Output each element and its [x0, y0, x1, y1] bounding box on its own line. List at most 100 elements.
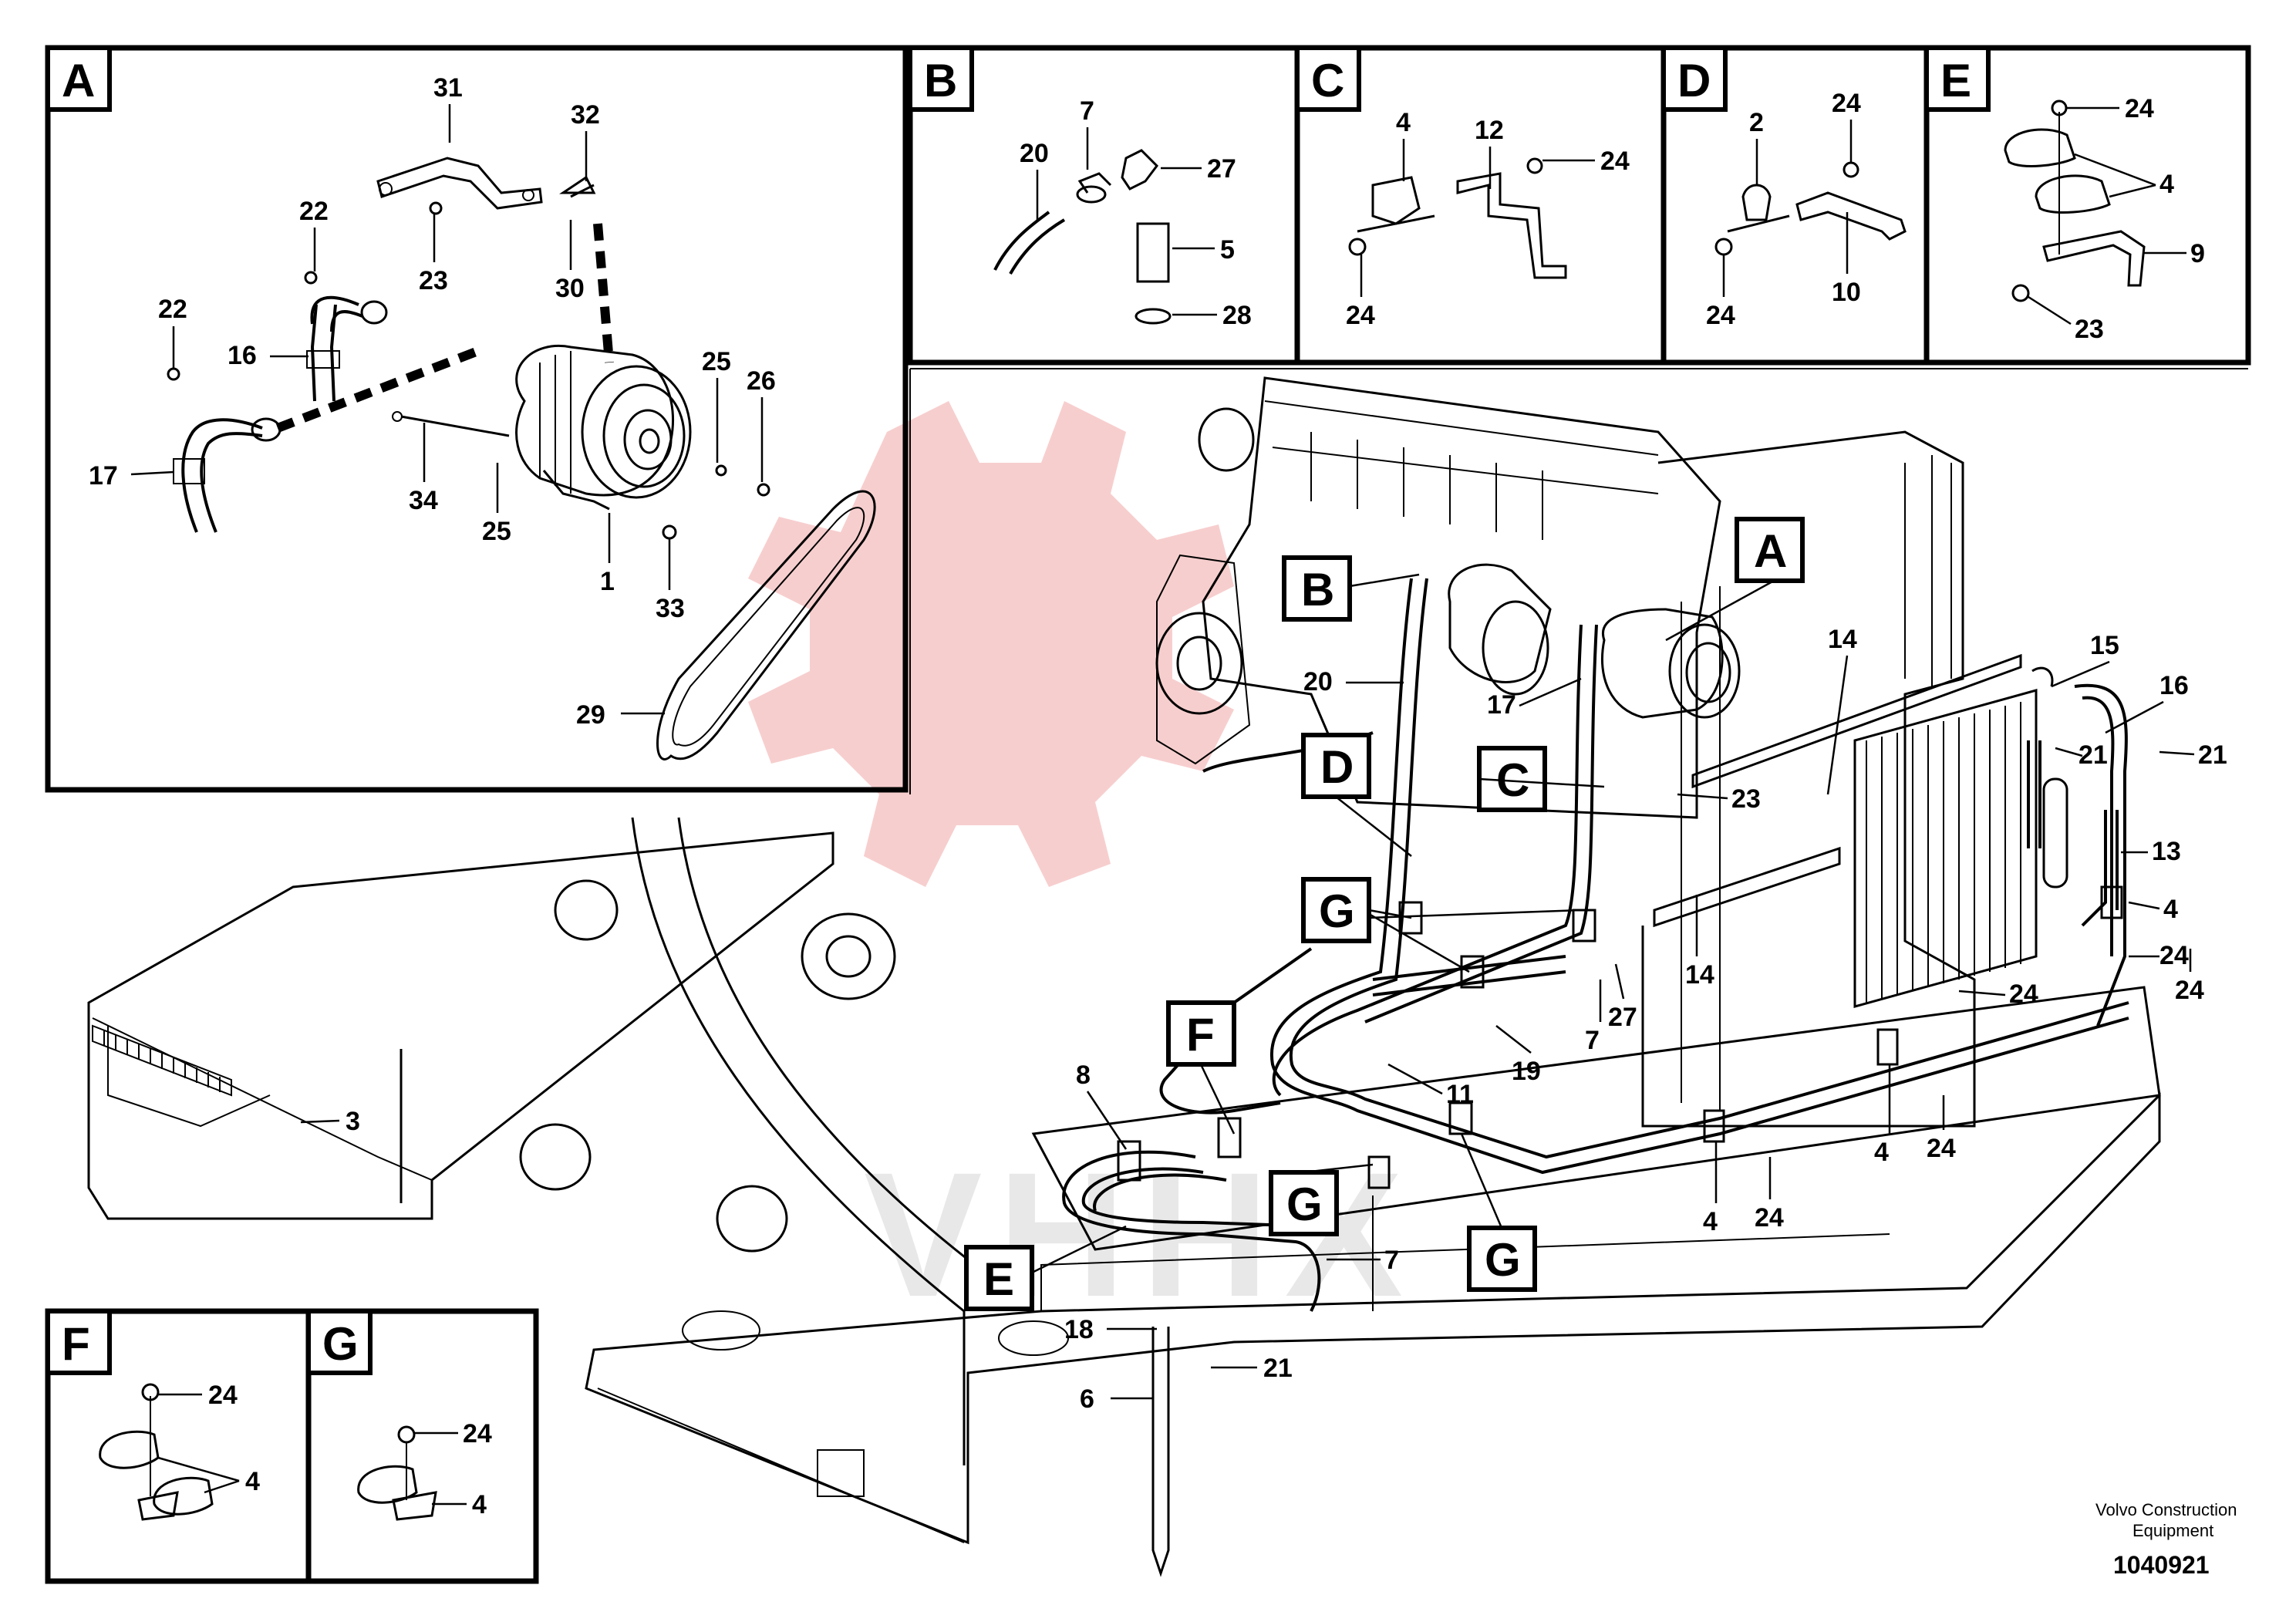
svg-text:16: 16 — [2159, 671, 2189, 700]
svg-text:24: 24 — [2175, 976, 2204, 1005]
svg-text:8: 8 — [1076, 1061, 1091, 1090]
callout-e: E — [983, 1253, 1014, 1305]
clamp-4-lower — [2035, 174, 2111, 214]
main-labels: 14 15 16 21 21 17 20 23 13 4 24 24 24 14… — [346, 625, 2227, 1414]
svg-text:24: 24 — [2009, 980, 2038, 1009]
svg-text:14: 14 — [1828, 625, 1857, 654]
panel-b-tag: B — [924, 55, 957, 106]
svg-text:21: 21 — [2198, 740, 2227, 770]
svg-text:3: 3 — [346, 1107, 360, 1136]
svg-text:28: 28 — [1222, 301, 1252, 330]
bracket-10 — [1795, 191, 1907, 241]
svg-text:24: 24 — [1706, 301, 1735, 330]
boom-outline — [631, 817, 966, 1465]
main-assembly-view: B A C D G F G E G — [87, 368, 2248, 1577]
svg-text:4: 4 — [2163, 895, 2178, 924]
panel-g-labels: 24 4 — [463, 1419, 492, 1519]
svg-text:25: 25 — [482, 517, 511, 546]
watermark-gear-icon — [748, 401, 1234, 887]
svg-text:7: 7 — [1585, 1026, 1600, 1055]
svg-text:22: 22 — [158, 295, 187, 324]
svg-text:22: 22 — [299, 197, 329, 226]
clamp-4-f-left — [99, 1430, 160, 1469]
svg-text:33: 33 — [656, 594, 685, 623]
svg-text:27: 27 — [1207, 154, 1236, 184]
detail-panel-d: D 2 24 24 10 — [1660, 45, 1930, 366]
svg-text:20: 20 — [1303, 667, 1333, 696]
document-number: 1040921 — [2113, 1551, 2210, 1579]
svg-text:4: 4 — [245, 1467, 260, 1496]
svg-text:24: 24 — [2125, 94, 2154, 123]
svg-text:24: 24 — [1832, 89, 1861, 118]
svg-text:24: 24 — [1755, 1203, 1784, 1233]
svg-text:4: 4 — [1703, 1207, 1718, 1236]
callout-g-upper: G — [1319, 885, 1355, 937]
panel-b-labels: 7 20 27 5 28 — [1020, 96, 1252, 330]
callout-g-lower: G — [1485, 1234, 1521, 1286]
svg-text:31: 31 — [433, 73, 463, 103]
svg-text:25: 25 — [702, 347, 731, 376]
footer: Volvo Construction Equipment 1040921 — [2095, 1500, 2237, 1579]
bracket-31 — [376, 157, 543, 210]
svg-text:7: 7 — [1384, 1246, 1399, 1275]
svg-text:4: 4 — [472, 1490, 487, 1519]
bracket-9 — [2042, 230, 2146, 287]
callout-a: A — [1754, 525, 1787, 577]
clamp-4-f-right — [153, 1476, 214, 1516]
detail-panel-e: E 24 4 9 23 — [1923, 45, 2251, 366]
clamp-4 — [1371, 176, 1421, 225]
svg-text:23: 23 — [419, 266, 448, 295]
detail-panel-a: A — [45, 45, 909, 793]
panel-g-tag: G — [322, 1318, 359, 1370]
panel-d-tag: D — [1677, 55, 1711, 106]
panel-a-labels: 31 32 22 23 30 22 16 25 26 17 34 25 1 33… — [89, 73, 776, 730]
svg-text:20: 20 — [1020, 139, 1049, 168]
panel-d-labels: 2 24 24 10 — [1706, 89, 1861, 330]
svg-text:29: 29 — [576, 700, 605, 730]
svg-text:23: 23 — [1731, 784, 1761, 814]
svg-text:30: 30 — [555, 274, 585, 303]
svg-text:2: 2 — [1749, 108, 1764, 137]
svg-text:27: 27 — [1608, 1003, 1637, 1032]
svg-text:21: 21 — [1263, 1354, 1293, 1383]
svg-text:10: 10 — [1832, 278, 1861, 307]
panel-f-tag: F — [62, 1318, 90, 1370]
svg-text:32: 32 — [571, 100, 600, 130]
panel-c-labels: 4 12 24 24 — [1346, 108, 1630, 330]
compressor-drawing — [515, 345, 692, 511]
callout-f: F — [1186, 1009, 1215, 1061]
panel-f-labels: 24 4 — [208, 1381, 260, 1496]
svg-text:6: 6 — [1080, 1384, 1094, 1414]
svg-text:12: 12 — [1475, 116, 1504, 145]
svg-text:24: 24 — [463, 1419, 492, 1448]
svg-text:17: 17 — [1487, 690, 1516, 720]
panel-e-labels: 24 4 9 23 — [2075, 94, 2205, 344]
company-line-1: Volvo Construction — [2095, 1500, 2237, 1519]
rack-teeth — [92, 1024, 232, 1097]
svg-text:24: 24 — [208, 1381, 238, 1410]
detail-panel-f: F 24 4 — [45, 1308, 312, 1584]
clamp-2 — [1741, 184, 1772, 221]
callout-g-middle: G — [1286, 1179, 1323, 1230]
svg-text:14: 14 — [1685, 960, 1714, 990]
svg-text:7: 7 — [1080, 96, 1094, 126]
svg-text:15: 15 — [2090, 631, 2119, 660]
svg-text:19: 19 — [1512, 1057, 1541, 1086]
detail-panel-b: B 7 20 27 5 28 — [907, 45, 1300, 366]
hose-20 — [993, 211, 1066, 275]
detail-panel-g: G 24 4 — [305, 1308, 539, 1584]
svg-text:4: 4 — [2159, 170, 2174, 199]
callout-d: D — [1320, 741, 1354, 793]
fitting-5 — [1136, 222, 1170, 283]
svg-text:5: 5 — [1220, 235, 1235, 265]
clamp-4-upper — [2004, 128, 2076, 167]
clamp-4-g — [357, 1465, 418, 1504]
svg-text:9: 9 — [2190, 239, 2205, 268]
svg-text:24: 24 — [2159, 941, 2189, 970]
svg-text:17: 17 — [89, 461, 118, 491]
panel-e-tag: E — [1940, 55, 1971, 106]
svg-text:16: 16 — [228, 341, 257, 370]
svg-text:21: 21 — [2079, 740, 2108, 770]
panel-a-tag: A — [62, 55, 95, 106]
